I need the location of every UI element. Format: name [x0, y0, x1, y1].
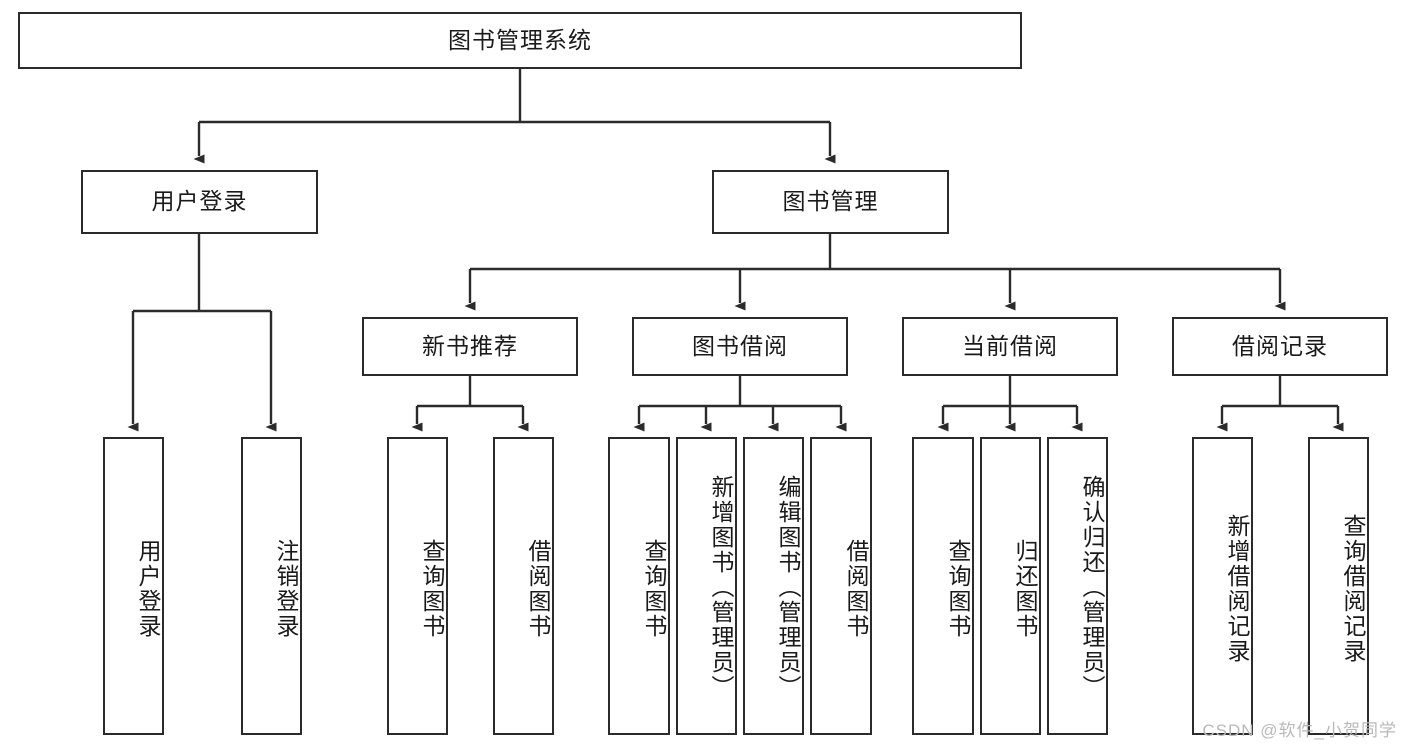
csdn-watermark: CSDN @软件_小贺同学 [1202, 721, 1397, 740]
leaf-borrow-book-recommend[interactable]: 借阅图书 [493, 437, 554, 735]
node-book-borrow[interactable]: 图书借阅 [632, 317, 848, 376]
leaf-user-login[interactable]: 用户登录 [103, 437, 164, 735]
node-borrow-record[interactable]: 借阅记录 [1172, 317, 1388, 376]
node-root-system[interactable]: 图书管理系统 [18, 12, 1022, 69]
leaf-query-borrow-record[interactable]: 查询借阅记录 [1308, 437, 1369, 735]
leaf-query-book-borrow[interactable]: 查询图书 [608, 437, 670, 735]
leaf-logout[interactable]: 注销登录 [241, 437, 302, 735]
leaf-add-book-admin[interactable]: 新增图书（管理员） [676, 437, 737, 735]
leaf-return-book[interactable]: 归还图书 [980, 437, 1041, 735]
leaf-query-book-recommend[interactable]: 查询图书 [387, 437, 448, 735]
leaf-borrow-book[interactable]: 借阅图书 [810, 437, 872, 735]
leaf-edit-book-admin[interactable]: 编辑图书（管理员） [743, 437, 804, 735]
node-current-borrow[interactable]: 当前借阅 [902, 317, 1118, 376]
leaf-query-book-current[interactable]: 查询图书 [912, 437, 974, 735]
leaf-confirm-return-admin[interactable]: 确认归还（管理员） [1047, 437, 1108, 735]
node-book-management[interactable]: 图书管理 [712, 170, 949, 234]
leaf-add-borrow-record[interactable]: 新增借阅记录 [1192, 437, 1253, 735]
node-user-login[interactable]: 用户登录 [81, 170, 318, 234]
node-new-book-recommend[interactable]: 新书推荐 [362, 317, 578, 376]
